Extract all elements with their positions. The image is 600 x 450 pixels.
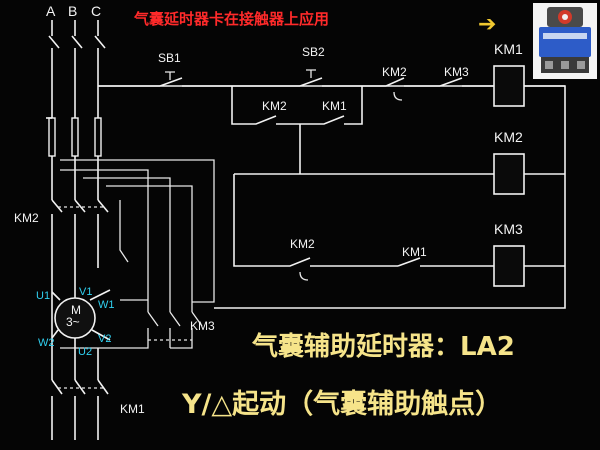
timer-dial-center [562, 14, 568, 20]
fuse-a [48, 117, 56, 157]
sb1-label: SB1 [158, 51, 181, 65]
motor-phase-text: 3~ [66, 315, 80, 329]
return-rail [214, 85, 566, 309]
terminal-v1: V1 [79, 286, 92, 298]
timer-device-illustration [539, 7, 591, 73]
km2-timed-label: KM2 [382, 65, 407, 79]
caption-star-delta: Y/△起动（气囊辅助触点） [182, 389, 503, 420]
terminal-screw [577, 61, 585, 69]
control-circuit: SB1 SB2 KM2 KM3 KM1 KM2 KM1 [98, 41, 566, 309]
km1-main-contact-b [74, 379, 86, 440]
km2-tdc-arc [299, 271, 309, 281]
km1-main-contact-c [97, 379, 109, 440]
star-wire-1 [60, 169, 149, 312]
terminal-v2: V2 [98, 333, 111, 345]
km1-seal-label: KM1 [322, 99, 347, 113]
km2-seal-contact [231, 86, 300, 125]
km3-coil [493, 245, 525, 287]
sb2-switch [299, 77, 362, 87]
km1-aux-label: KM1 [402, 245, 427, 259]
wire-v-branch [119, 200, 129, 263]
km2-timed-arc [393, 91, 403, 101]
terminal-u2: U2 [78, 346, 92, 358]
contactor-label-strip [543, 33, 587, 39]
km1-coil [493, 65, 525, 107]
km2-main-label: KM2 [14, 211, 39, 225]
km1-main-contact-a [51, 379, 63, 440]
phase-label-a: A [46, 3, 56, 19]
phase-c-top [94, 20, 106, 118]
main-power-lines [48, 20, 109, 440]
timer-device-photo [533, 3, 597, 79]
banner-title: 气囊延时器卡在接触器上应用 [134, 10, 330, 28]
star-connection-wires [60, 159, 215, 349]
motor-m-text: M [71, 303, 81, 317]
km1-main-label: KM1 [120, 402, 145, 416]
km2-main-contact-b [74, 199, 86, 268]
km2-tdc-label: KM2 [290, 237, 315, 251]
phase-label-b: B [68, 3, 77, 19]
km3-coil-label: KM3 [494, 221, 523, 237]
star-wire-2 [83, 177, 171, 312]
terminal-w2: W2 [38, 337, 55, 349]
fuse-c [94, 117, 102, 157]
km1-aux-contact [397, 257, 494, 267]
sb2-button-cap [306, 69, 316, 78]
km3-interlock-label: KM3 [444, 65, 469, 79]
caption-timer-model: 气囊辅助延时器：LA2 [252, 332, 515, 362]
km3-contact-3 [170, 311, 203, 349]
outer-wire [60, 159, 215, 303]
phase-b-top [71, 20, 83, 118]
km2-main-contact-c [97, 199, 109, 268]
terminal-u1: U1 [36, 290, 50, 302]
star-wire-3 [106, 185, 193, 312]
km3-interlock-contact [439, 77, 494, 87]
km2-timed-contact [362, 77, 440, 87]
km3-contact-1 [60, 311, 159, 349]
km1-coil-label: KM1 [494, 41, 523, 57]
km2-main-contact-a [51, 199, 63, 268]
motor-leads-top [51, 268, 111, 301]
terminal-screw [561, 61, 569, 69]
fuse-b [71, 117, 79, 157]
motor-symbol: M 3~ U1 V1 W1 W2 U2 V2 [36, 268, 115, 358]
km3-contact-2 [169, 311, 181, 348]
sb1-button-cap [165, 71, 175, 80]
km3-main-label: KM3 [190, 319, 215, 333]
terminal-screw [545, 61, 553, 69]
km2-tdc-contact [233, 174, 398, 267]
arrow-right-icon: ➔ [478, 12, 497, 37]
km2-coil [493, 153, 525, 195]
km2-seal-label: KM2 [262, 99, 287, 113]
phase-a-top [48, 20, 60, 118]
sb2-label: SB2 [302, 45, 325, 59]
feed-taps [46, 85, 565, 119]
motor-leads-bottom [51, 329, 111, 348]
phase-label-c: C [91, 3, 101, 19]
km1-seal-contact [300, 86, 363, 125]
sb1-switch [159, 77, 232, 87]
km2-coil-label: KM2 [494, 129, 523, 145]
terminal-w1: W1 [98, 299, 115, 311]
